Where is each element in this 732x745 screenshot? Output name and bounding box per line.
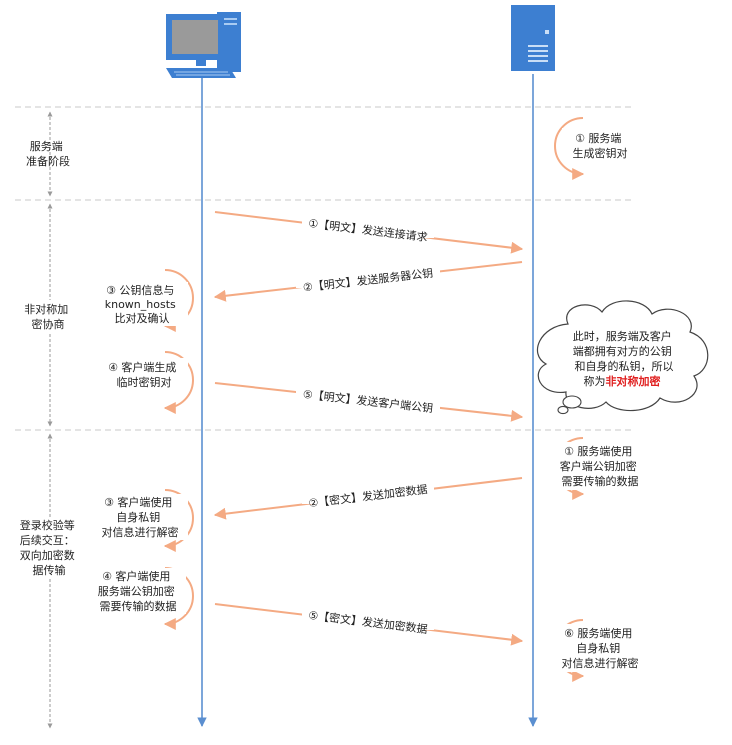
client-note: ④ 客户端使用 服务端公钥加密 需要传输的数据 [98,569,179,613]
server-self-loop [554,117,585,180]
thought-cloud [536,300,709,415]
client-self-loop [163,489,194,552]
server-note: ① 服务端 生成密钥对 [573,132,628,160]
client-note: ④ 客户端生成 临时密钥对 [108,360,180,389]
client-note: ③ 客户端使用 自身私钥 对信息进行解密 [102,495,179,539]
phase-label-transmission: 登录校验等 后续交互： 双向加密数 据传输 [20,518,79,577]
server-note: ⑥ 服务端使用 自身私钥 对信息进行解密 [562,627,639,670]
cloud-text-last-line: 称为非对称加密 [584,374,661,388]
phase-label-prepare: 服务端 准备阶段 [26,140,70,168]
cloud-text: 此时，服务端及客户 端都拥有对方的公钥 和自身的私钥，所以 [573,329,676,373]
phase-label-negotiation: 非对称加 密协商 [24,302,72,331]
server-note: ① 服务端使用 客户端公钥加密 需要传输的数据 [560,445,641,488]
message-label: ②【明文】发送服务器公钥 [302,266,434,295]
client-note: ③ 公钥信息与 known_hosts 比对及确认 [105,283,180,325]
desktop-computer-icon [166,12,241,78]
server-tower-icon [511,5,555,71]
client-self-loop [163,351,194,414]
